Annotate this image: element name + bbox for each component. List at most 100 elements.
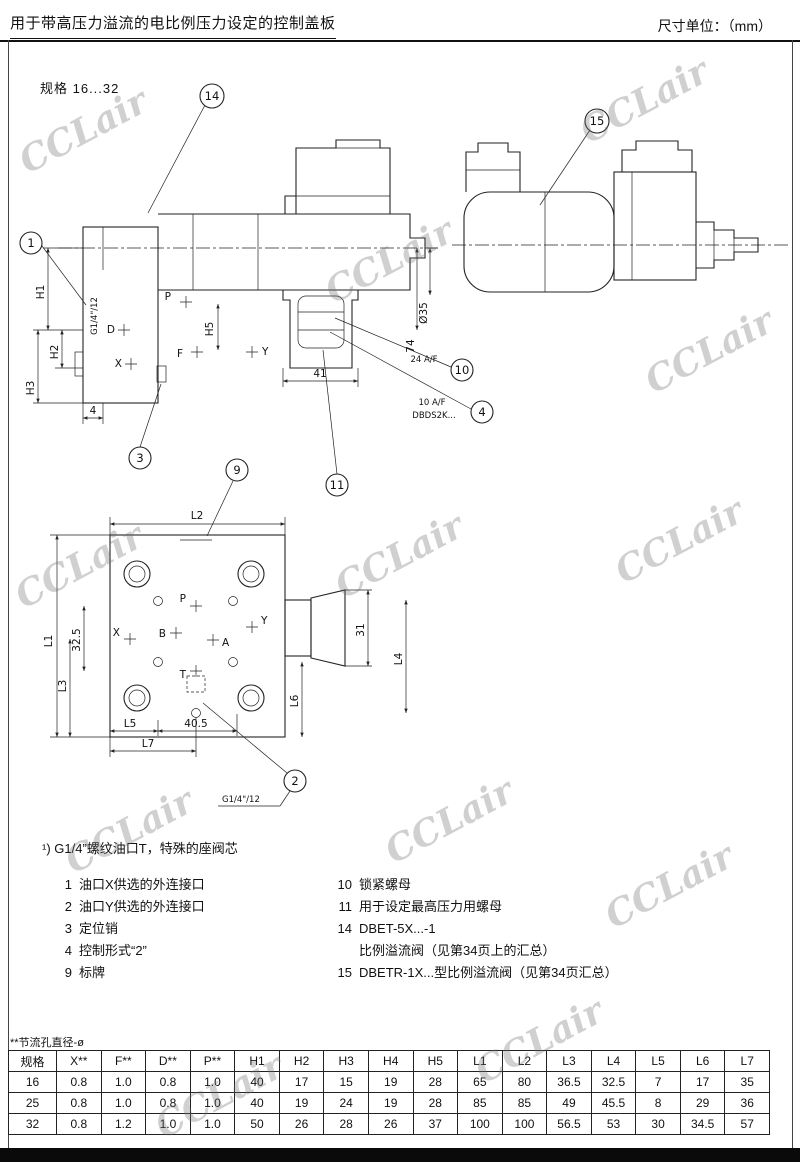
- legend-text: 用于设定最高压力用螺母: [359, 899, 503, 914]
- table-header-cell: H4: [367, 1050, 414, 1072]
- legend-item: 10 锁紧螺母: [332, 874, 618, 896]
- side-view-valve-15: [452, 140, 790, 293]
- table-cell: 85: [457, 1092, 503, 1114]
- table-cell: 36: [724, 1092, 770, 1114]
- table-cell: 19: [367, 1092, 414, 1114]
- table-cell: 85: [501, 1092, 548, 1114]
- dim-label-l1: L1: [43, 635, 55, 648]
- legend-text: DBET-5X...-1: [359, 921, 436, 936]
- table-cell: 24: [323, 1092, 369, 1114]
- dim-label-h3: H3: [25, 381, 37, 396]
- table-cell: 32: [8, 1113, 57, 1135]
- legend-num: 11: [338, 899, 353, 914]
- dim-label-g14-top: G1/4"/12: [90, 297, 100, 335]
- legend-num: 2: [64, 899, 72, 914]
- table-cell: 15: [323, 1071, 369, 1093]
- table-cell: 0.8: [145, 1071, 191, 1093]
- legend-text: 标牌: [79, 965, 106, 980]
- plan-port-y: Y: [260, 615, 268, 627]
- table-cell: 65: [457, 1071, 503, 1093]
- dim-label-h2: H2: [49, 345, 61, 360]
- legend-num: 10: [337, 877, 352, 892]
- label-10af: 10 A/F: [418, 398, 445, 408]
- legend-num: 3: [64, 921, 72, 936]
- table-row: 32 0.8 1.2 1.0 1.0 50 26 28 26 37 100 10…: [8, 1113, 770, 1135]
- table-cell: 40: [234, 1071, 280, 1093]
- plan-port-x: X: [113, 627, 120, 639]
- table-cell: 0.8: [56, 1071, 102, 1093]
- label-dbds: DBDS2K...: [412, 411, 455, 421]
- table-cell: 35: [724, 1071, 770, 1093]
- table-cell: 57: [724, 1113, 770, 1135]
- legend-text: 定位销: [79, 921, 119, 936]
- legend-text: 控制形式“2”: [79, 943, 147, 958]
- table-cell: 26: [367, 1113, 414, 1135]
- port-label-p: P: [165, 291, 171, 303]
- table-cell: 28: [323, 1113, 369, 1135]
- dim-label-l7: L7: [142, 738, 155, 750]
- dim-label-4: 4: [90, 405, 97, 417]
- table-header-row: 规格 X** F** D** P** H1 H2 H3 H4 H5 L1 L2 …: [8, 1050, 770, 1072]
- dim-label-h5: H5: [204, 322, 216, 337]
- table-cell: 26: [278, 1113, 325, 1135]
- table-header-cell: H5: [412, 1050, 459, 1072]
- table-header-cell: D**: [145, 1050, 191, 1072]
- table-header-cell: 规格: [8, 1050, 57, 1072]
- bottom-scan-edge: [0, 1148, 800, 1162]
- legend-item: 11 用于设定最高压力用螺母: [332, 896, 618, 918]
- table-cell: 1.0: [189, 1113, 236, 1135]
- plan-port-p: P: [180, 593, 186, 605]
- table-cell: 29: [679, 1092, 726, 1114]
- table-cell: 1.0: [145, 1113, 191, 1135]
- port-label-x: X: [115, 358, 122, 370]
- table-cell: 32.5: [590, 1071, 637, 1093]
- port-label-y: Y: [261, 346, 269, 358]
- legend-num: 15: [337, 965, 352, 980]
- dim-label-325: 32.5: [71, 628, 83, 651]
- table-cell: 25: [8, 1092, 57, 1114]
- dimension-table: 规格 X** F** D** P** H1 H2 H3 H4 H5 L1 L2 …: [8, 1050, 770, 1135]
- legend-text: 锁紧螺母: [359, 877, 412, 892]
- table-cell: 40: [234, 1092, 280, 1114]
- legend-text: 比例溢流阀（见第34页上的汇总）: [359, 943, 556, 958]
- unit-label: 尺寸单位：（mm）: [657, 18, 772, 34]
- dim-label-g14-bottom: G1/4"/12: [222, 795, 260, 805]
- plan-port-b: B: [159, 628, 166, 640]
- header-rule: [0, 40, 800, 42]
- callout-11: 11: [330, 478, 345, 492]
- table-header-cell: L5: [635, 1050, 681, 1072]
- table-row: 16 0.8 1.0 0.8 1.0 40 17 15 19 28 65 80 …: [8, 1071, 770, 1093]
- callout-2: 2: [291, 774, 298, 788]
- table-cell: 100: [501, 1113, 548, 1135]
- callout-3: 3: [136, 451, 143, 465]
- table-cell: 56.5: [546, 1113, 592, 1135]
- content-frame: [8, 40, 793, 1148]
- table-cell: 1.2: [100, 1113, 147, 1135]
- table-row: 25 0.8 1.0 0.8 1.0 40 19 24 19 28 85 85 …: [8, 1092, 770, 1114]
- legend-num: 1: [64, 877, 72, 892]
- callout-14: 14: [205, 89, 220, 103]
- table-cell: 19: [367, 1071, 414, 1093]
- plan-port-a: A: [222, 637, 230, 649]
- dim-label-41: 41: [313, 368, 326, 380]
- callout-9: 9: [233, 463, 240, 477]
- legend-num: 14: [337, 921, 352, 936]
- dim-label-h1: H1: [35, 285, 47, 300]
- dim-label-l2: L2: [191, 510, 204, 522]
- table-header-cell: L7: [724, 1050, 770, 1072]
- port-label-d: D: [107, 324, 115, 336]
- table-cell: 17: [679, 1071, 726, 1093]
- table-cell: 16: [8, 1071, 57, 1093]
- legend-item: 比例溢流阀（见第34页上的汇总）: [332, 940, 618, 962]
- table-cell: 80: [501, 1071, 548, 1093]
- label-24af: 24 A/F: [410, 355, 437, 365]
- table-header-cell: H1: [234, 1050, 280, 1072]
- table-cell: 0.8: [56, 1113, 102, 1135]
- legend-item: 14 DBET-5X...-1: [332, 918, 618, 940]
- table-header-cell: L2: [501, 1050, 548, 1072]
